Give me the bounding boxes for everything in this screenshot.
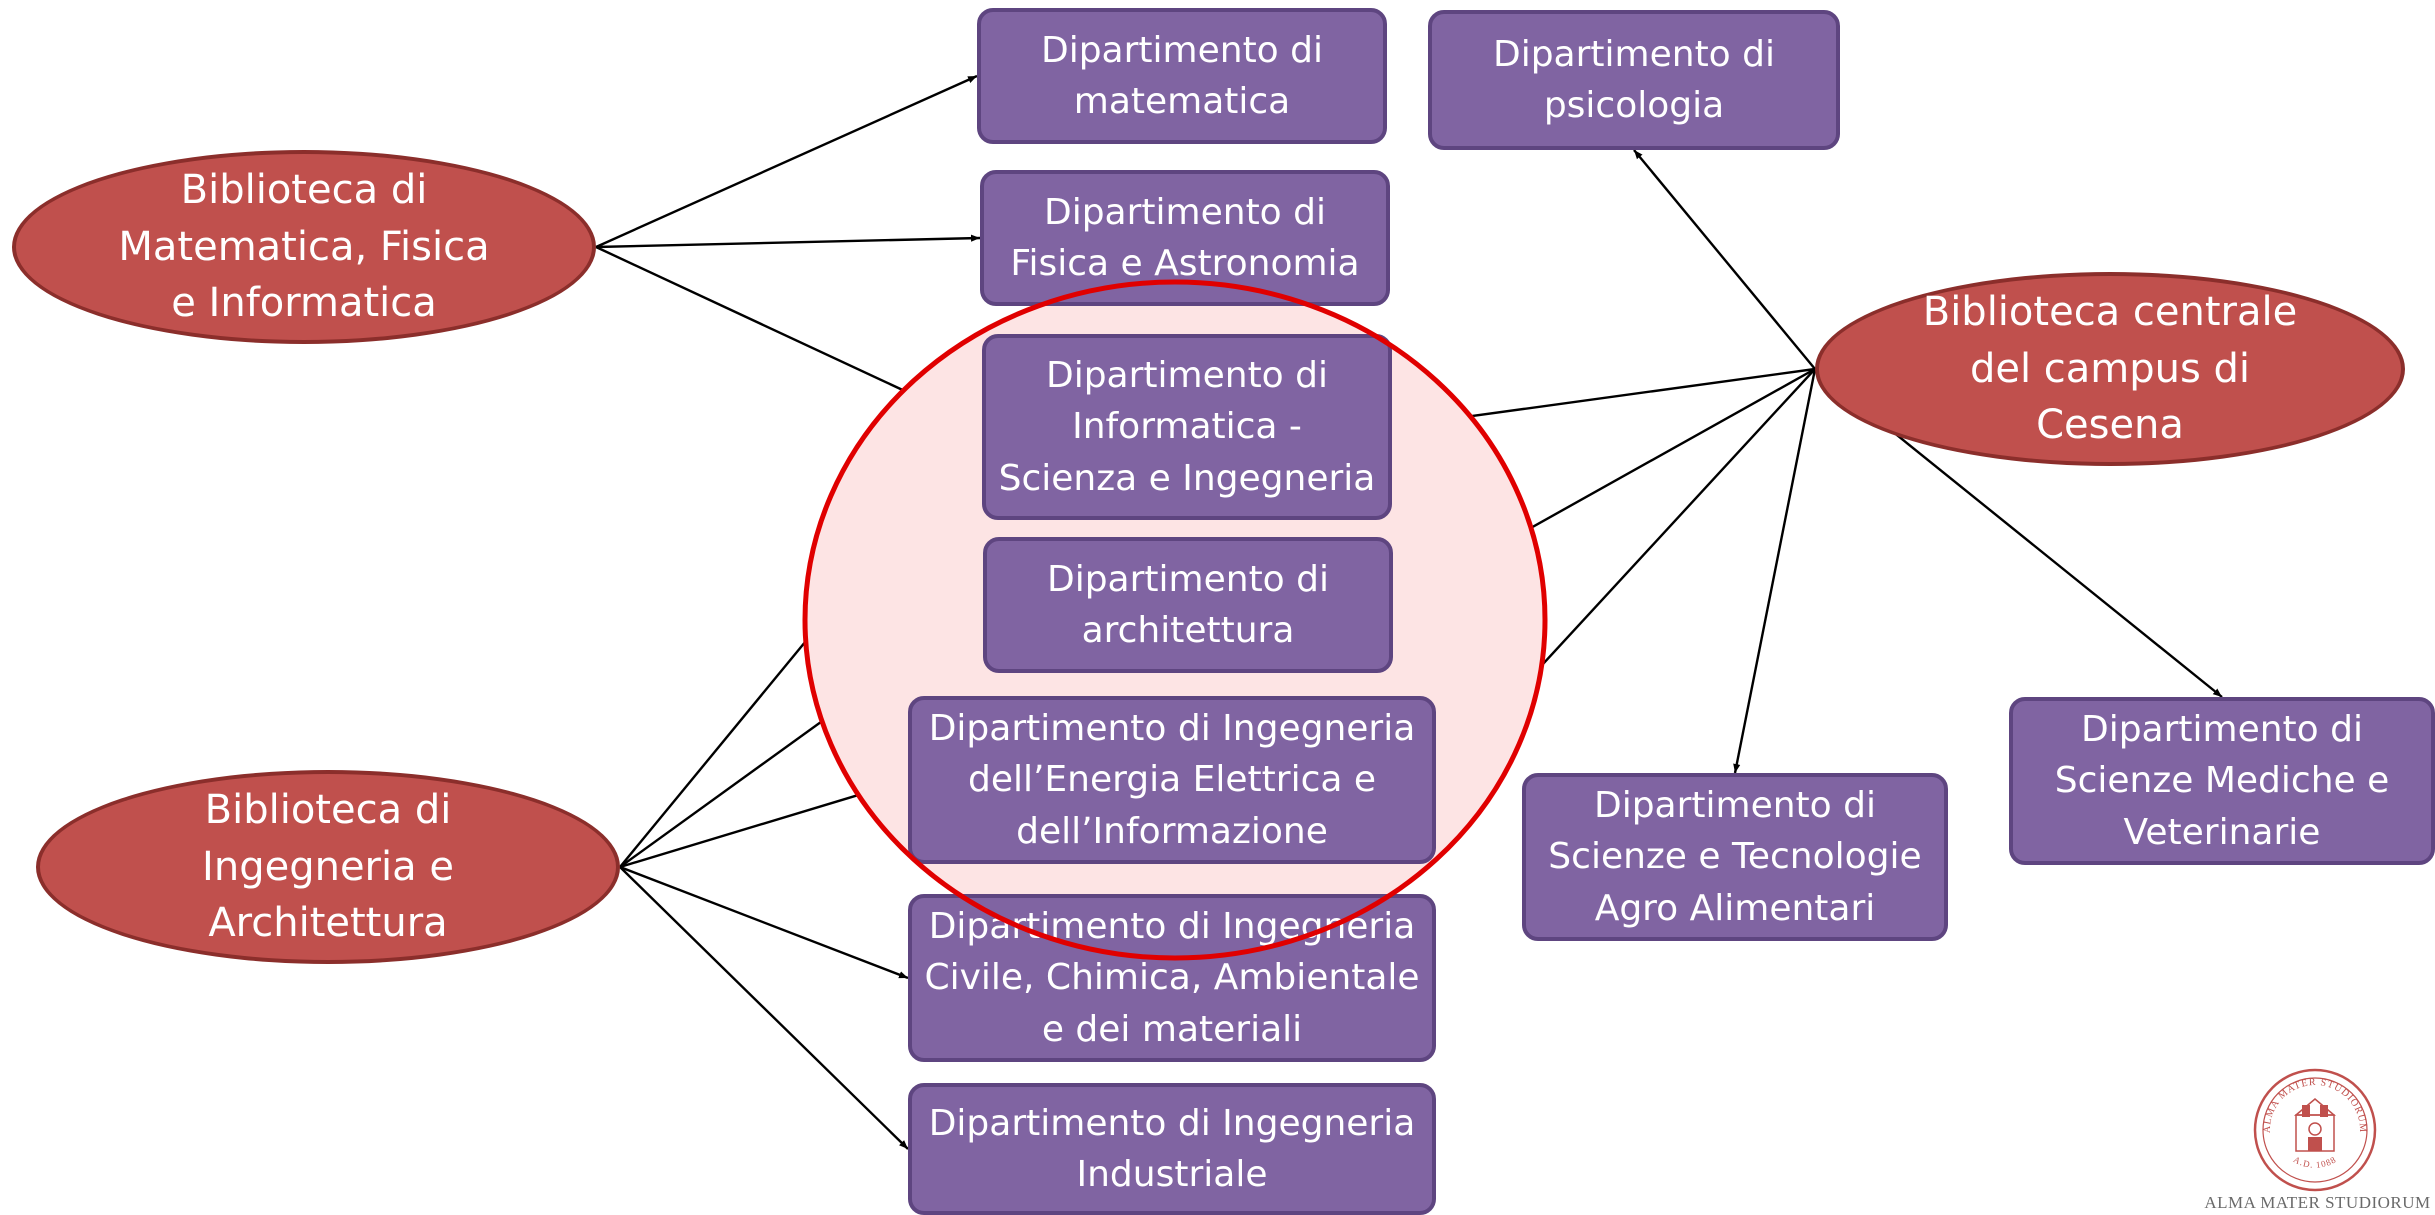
department-ingegneria-industriale: Dipartimento di Ingegneria Industriale [908,1083,1436,1215]
library-matematica-fisica-informatica: Biblioteca di Matematica, Fisica e Infor… [12,150,596,344]
department-fisica-astronomia: Dipartimento di Fisica e Astronomia [980,170,1390,306]
department-matematica: Dipartimento di matematica [977,8,1387,144]
logo-caption: ALMA MATER STUDIORUM [2204,1193,2431,1212]
library-ingegneria-architettura: Biblioteca di Ingegneria e Architettura [36,770,620,964]
svg-text:ALMA MATER STUDIORUM: ALMA MATER STUDIORUM [2262,1077,2368,1133]
department-informatica: Dipartimento di Informatica - Scienza e … [982,334,1392,520]
seal-date: A.D. 1088 [2292,1154,2337,1170]
arrow-cesena-to-agro [1733,368,1817,774]
department-scienze-tecnologie-agro-alimentari: Dipartimento di Scienze e Tecnologie Agr… [1522,773,1948,941]
seal-text: ALMA MATER STUDIORUM [2262,1077,2367,1133]
arrow-mfi-to-matematica [595,74,978,249]
arrow-mfi-to-fisica [595,234,981,249]
department-psicologia: Dipartimento di psicologia [1428,10,1840,150]
university-seal-icon: ALMA MATER STUDIORUM A.D. 1088 [2253,1068,2377,1192]
department-scienze-mediche-veterinarie: Dipartimento di Scienze Mediche e Veteri… [2009,697,2435,865]
department-architettura: Dipartimento di architettura [983,537,1393,673]
arrow-ia-to-industriale [619,866,909,1150]
connection-arrows [595,74,2223,1150]
arrow-cesena-to-psicologia [1633,149,1816,370]
department-energia-elettrica-informazione: Dipartimento di Ingegneria dell’Energia … [908,696,1436,864]
library-centrale-cesena: Biblioteca centrale del campus di Cesena [1815,272,2405,466]
svg-text:A.D. 1088: A.D. 1088 [2292,1154,2338,1170]
department-civile-chimica-ambientale: Dipartimento di Ingegneria Civile, Chimi… [908,894,1436,1062]
